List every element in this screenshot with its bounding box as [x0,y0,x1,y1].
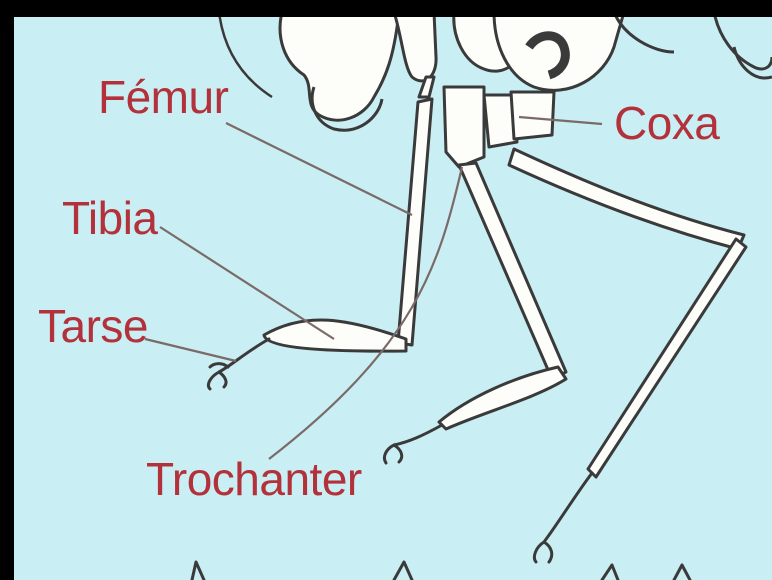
diagram-canvas: Fémur Coxa Tibia Tarse Trochanter [14,17,772,580]
label-tarse: Tarse [38,300,148,352]
label-femur: Fémur [98,71,229,123]
label-trochanter: Trochanter [146,453,362,505]
label-coxa: Coxa [614,97,720,149]
label-tibia: Tibia [62,192,158,244]
insect-leg-diagram: Fémur Coxa Tibia Tarse Trochanter [14,17,772,580]
